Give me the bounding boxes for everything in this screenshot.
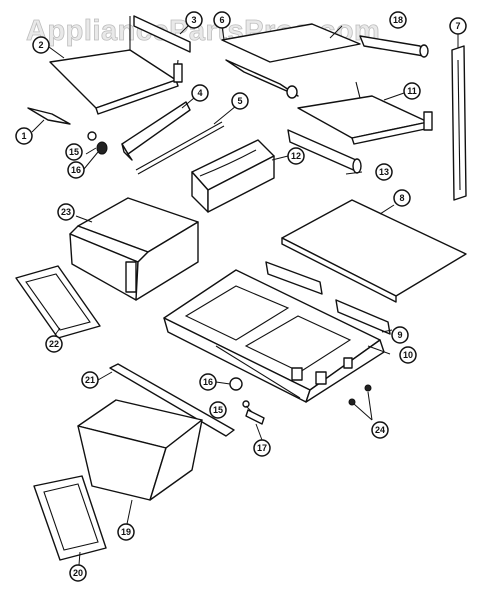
svg-text:19: 19 — [121, 527, 131, 537]
svg-text:13: 13 — [379, 167, 389, 177]
part-3-shelf-rail — [133, 15, 191, 53]
svg-text:16: 16 — [203, 377, 213, 387]
callout-16-lower: 16 — [199, 373, 217, 391]
part-15-16-lower — [229, 377, 250, 408]
svg-text:21: 21 — [85, 375, 95, 385]
callout-18: 18 — [389, 11, 407, 29]
callout-6: 6 — [213, 11, 231, 29]
callout-20: 20 — [69, 564, 87, 582]
part-1-clip — [27, 107, 71, 133]
callout-8: 8 — [393, 189, 411, 207]
callout-7: 7 — [449, 17, 467, 35]
callout-16-top: 16 — [67, 161, 85, 179]
svg-text:2: 2 — [38, 40, 43, 50]
svg-text:15: 15 — [69, 147, 79, 157]
callout-23: 23 — [57, 203, 75, 221]
callout-4: 4 — [191, 84, 209, 102]
svg-text:3: 3 — [191, 15, 196, 25]
callout-11: 11 — [403, 82, 421, 100]
part-2-shelf — [49, 16, 183, 115]
callout-1: 1 — [15, 127, 33, 145]
svg-text:11: 11 — [407, 86, 417, 96]
part-11-shelf — [297, 81, 433, 145]
part-18-tube — [359, 35, 429, 58]
svg-text:17: 17 — [257, 443, 267, 453]
svg-text:9: 9 — [397, 330, 402, 340]
svg-text:18: 18 — [393, 15, 403, 25]
svg-text:7: 7 — [455, 21, 460, 31]
callout-24: 24 — [371, 421, 389, 439]
part-9-bars — [265, 261, 391, 335]
part-19-lower-bin — [77, 399, 203, 501]
svg-text:23: 23 — [61, 207, 71, 217]
callout-12: 12 — [287, 147, 305, 165]
callout-10: 10 — [399, 346, 417, 364]
svg-text:1: 1 — [21, 131, 26, 141]
part-15-16-cap — [87, 131, 108, 155]
callout-9: 9 — [391, 326, 409, 344]
svg-text:5: 5 — [237, 96, 242, 106]
callout-2: 2 — [32, 36, 50, 54]
part-7-vertical-rail — [451, 45, 467, 201]
part-12-bin — [191, 139, 275, 213]
part-23-crisper-drawer — [69, 197, 199, 301]
svg-text:24: 24 — [375, 425, 385, 435]
svg-text:15: 15 — [213, 405, 223, 415]
part-4-rail — [121, 101, 191, 161]
part-8-glass-panel — [281, 199, 467, 303]
callout-19: 19 — [117, 523, 135, 541]
svg-text:20: 20 — [73, 568, 83, 578]
callout-15-lower: 15 — [209, 401, 227, 419]
part-20-drawer-front — [33, 475, 107, 561]
part-22-drawer-front — [15, 265, 101, 339]
callout-17: 17 — [253, 439, 271, 457]
callout-22: 22 — [45, 335, 63, 353]
svg-text:4: 4 — [197, 88, 202, 98]
svg-text:10: 10 — [403, 350, 413, 360]
part-10-frame — [163, 269, 385, 403]
svg-text:8: 8 — [399, 193, 404, 203]
callout-13: 13 — [375, 163, 393, 181]
svg-text:16: 16 — [71, 165, 81, 175]
callout-5: 5 — [231, 92, 249, 110]
part-6-glass-shelf — [221, 23, 361, 99]
svg-text:22: 22 — [49, 339, 59, 349]
part-21-strip — [109, 363, 235, 437]
part-5-rod — [135, 121, 225, 175]
part-24-screws — [348, 384, 372, 406]
callout-3: 3 — [185, 11, 203, 29]
part-17-bracket — [245, 409, 265, 425]
callout-15-top: 15 — [65, 143, 83, 161]
svg-text:12: 12 — [291, 151, 301, 161]
svg-text:6: 6 — [219, 15, 224, 25]
callout-21: 21 — [81, 371, 99, 389]
leader-lines — [48, 23, 459, 566]
